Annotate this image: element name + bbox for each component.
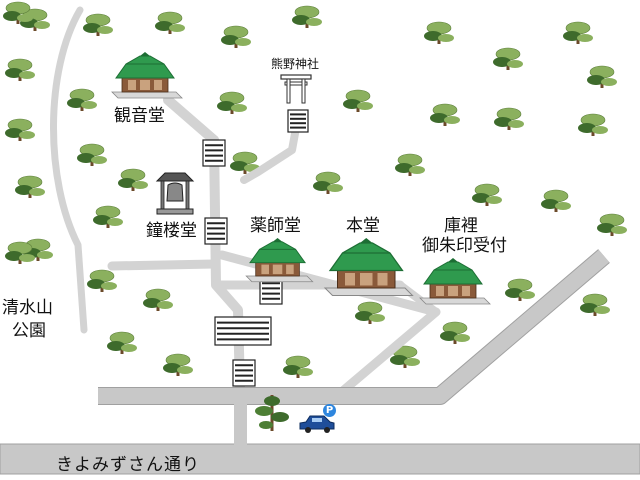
car-icon [299,415,335,433]
label-shorodo: 鐘楼堂 [146,221,197,241]
path-kumano [240,124,300,184]
pine-tree-icon [505,278,535,301]
path-main-vertical [209,135,245,395]
stairs-layer [202,109,309,387]
path-west-curve [50,6,88,334]
street-name: きよみずさん通り [56,455,200,475]
pine-tree-icon [217,91,247,114]
stairs-icon [202,139,226,167]
pine-tree-icon [440,321,470,344]
pine-tree-icon [283,355,313,378]
stairs-icon [204,217,228,245]
pine-tree-icon [118,168,148,191]
path-kannondo [163,95,219,145]
pine-tree-icon [155,11,185,34]
pine-tree-icon [3,1,33,24]
stairs-icon [214,316,272,346]
stairs-icon [232,359,256,387]
label-park-name: 清水山 [2,298,53,318]
temple-building-icon [419,258,491,305]
pine-tree-icon [230,151,260,174]
label-kumano: 熊野神社 [271,57,320,71]
pine-tree-icon [77,143,107,166]
pine-tree-icon [395,153,425,176]
pine-tree-icon [580,293,610,316]
pine-tree-icon [83,13,113,36]
pine-tree-icon [292,5,322,28]
pine-tree-icon [494,107,524,130]
pine-tree-icon [597,213,627,236]
temple-building-icon [323,238,414,296]
pine-tree-icon [163,353,193,376]
pine-tree-icon [472,183,502,206]
pine-tree-icon [15,175,45,198]
pine-tree-icon [107,331,137,354]
roads [0,249,640,475]
label-hondo: 本堂 [346,216,380,236]
pine-tree-icon [587,65,617,88]
bell-icon [155,172,195,215]
pine-tree-icon [87,269,117,292]
label-kuri: 庫裡 [444,216,478,236]
pine-tree-icon [493,47,523,70]
pine-tree-icon [313,171,343,194]
pine-tree-icon [390,345,420,368]
pine-tree-icon [255,395,289,431]
pine-tree-icon [5,118,35,141]
pine-tree-icon [221,25,251,48]
pine-tree-icon [67,88,97,111]
label-goshuin: 御朱印受付 [422,236,507,256]
pine-tree-icon [355,301,385,324]
temple-building-icon [111,52,183,99]
label-yakushido: 薬師堂 [250,216,301,236]
pine-tree-icon [20,8,50,31]
pine-tree-icon [93,205,123,228]
temple-building-icon [245,238,314,283]
pine-tree-icon [343,89,373,112]
label-park-suffix: 公園 [12,321,46,341]
stairs-icon [287,109,309,133]
torii-gate-icon [280,74,312,104]
pine-tree-icon [424,21,454,44]
pine-tree-icon [578,113,608,136]
temple-layer [111,52,491,305]
path-west-branch [107,259,219,271]
road-connector [234,400,247,446]
street-kiyomizusan [0,443,640,475]
parking-sign-icon: P [323,404,336,417]
pine-tree-icon [541,189,571,212]
label-kannondo: 観音堂 [114,106,165,126]
pine-tree-icon [563,21,593,44]
pine-tree-icon [5,241,35,264]
tree-layer [3,1,627,378]
pine-tree-icon [5,58,35,81]
pine-tree-icon [430,103,460,126]
pine-tree-icon [143,288,173,311]
